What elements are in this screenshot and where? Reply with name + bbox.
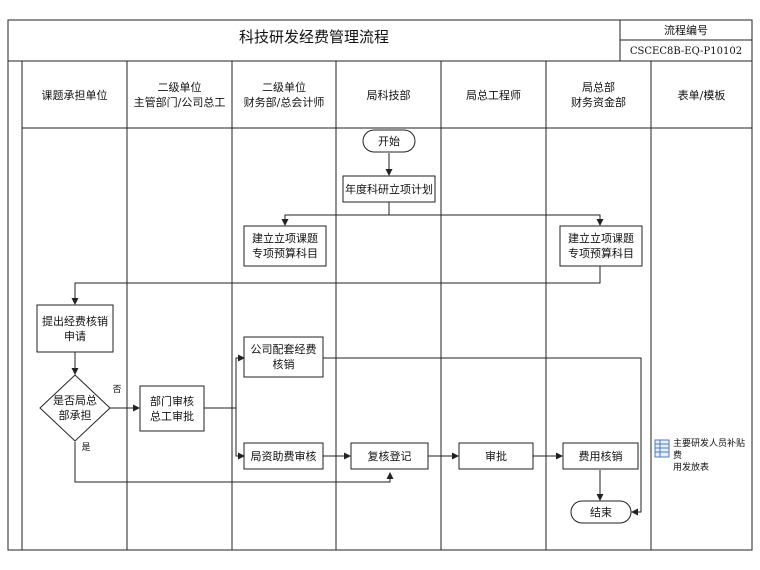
decision-shape <box>39 374 111 442</box>
edge-decision-recheck <box>74 442 394 483</box>
bureau-fund-label: 局资助费审核 <box>250 449 317 463</box>
dept-review-label: 部门审核 总工审批 <box>150 394 194 423</box>
plan-process <box>342 175 436 203</box>
edge-dept-company-fund <box>204 354 245 409</box>
recheck-process <box>350 442 429 470</box>
lane-header-templates: 表单/模板 <box>677 88 726 102</box>
edge-plan-budget-hq <box>389 214 604 226</box>
recheck-label: 复核登记 <box>367 449 412 463</box>
lane-header-hq-finance: 局总部 财务资金部 <box>571 81 626 109</box>
decision-label: 是否局总 部承担 <box>53 394 97 422</box>
spreadsheet-icon <box>654 439 670 458</box>
dept-review-process <box>139 385 205 432</box>
edge-dept-bureau-fund <box>235 408 245 460</box>
start-label: 开始 <box>378 134 400 148</box>
lane-header-sub-finance: 二级单位 财务部/总会计师 <box>243 81 325 109</box>
lane-header-unit: 课题承担单位 <box>41 88 108 102</box>
end-terminator <box>570 500 632 524</box>
budget-hq-label: 建立立项课题 专项预算科目 <box>568 232 634 260</box>
edge-plan-budget-finance <box>281 202 390 226</box>
budget-finance-process <box>243 225 327 267</box>
branch-yes-label: 是 <box>81 443 91 453</box>
shapes <box>36 129 643 524</box>
lane-header-sub-dept: 二级单位 主管部门/公司总工 <box>133 81 226 109</box>
apply-label: 提出经费核销 申请 <box>42 314 108 343</box>
process-no-label: 流程编号 <box>664 24 708 37</box>
page-title: 科技研发经费管理流程 <box>238 28 389 46</box>
expense-label: 费用核销 <box>578 449 623 463</box>
approve-process <box>458 442 534 470</box>
bureau-fund-process <box>243 442 324 470</box>
edge-budget-apply <box>71 266 601 305</box>
template-form-label: 主要研发人员补贴费 用发放表 <box>673 439 746 473</box>
edge-company-fund-end <box>323 357 642 516</box>
process-no-value: CSCEC8B-EQ-P10102 <box>629 45 743 57</box>
connectors <box>71 153 642 516</box>
expense-process <box>562 442 639 470</box>
budget-hq-process <box>559 225 643 267</box>
budget-finance-label: 建立立项课题 专项预算科目 <box>252 232 318 260</box>
outer-frame <box>7 19 753 551</box>
approve-label: 审批 <box>485 449 507 463</box>
company-fund-process <box>243 336 324 378</box>
start-terminator <box>362 129 416 153</box>
lane-header-chief-engineer: 局总工程师 <box>466 88 521 102</box>
swimlane-grid <box>21 61 752 550</box>
branch-no-label: 否 <box>112 385 122 395</box>
end-label: 结束 <box>590 505 612 519</box>
apply-process <box>36 304 114 353</box>
company-fund-label: 公司配套经费 核销 <box>250 343 317 371</box>
lane-header-tech-dept: 局科技部 <box>366 88 411 102</box>
plan-label: 年度科研立项计划 <box>345 182 433 196</box>
